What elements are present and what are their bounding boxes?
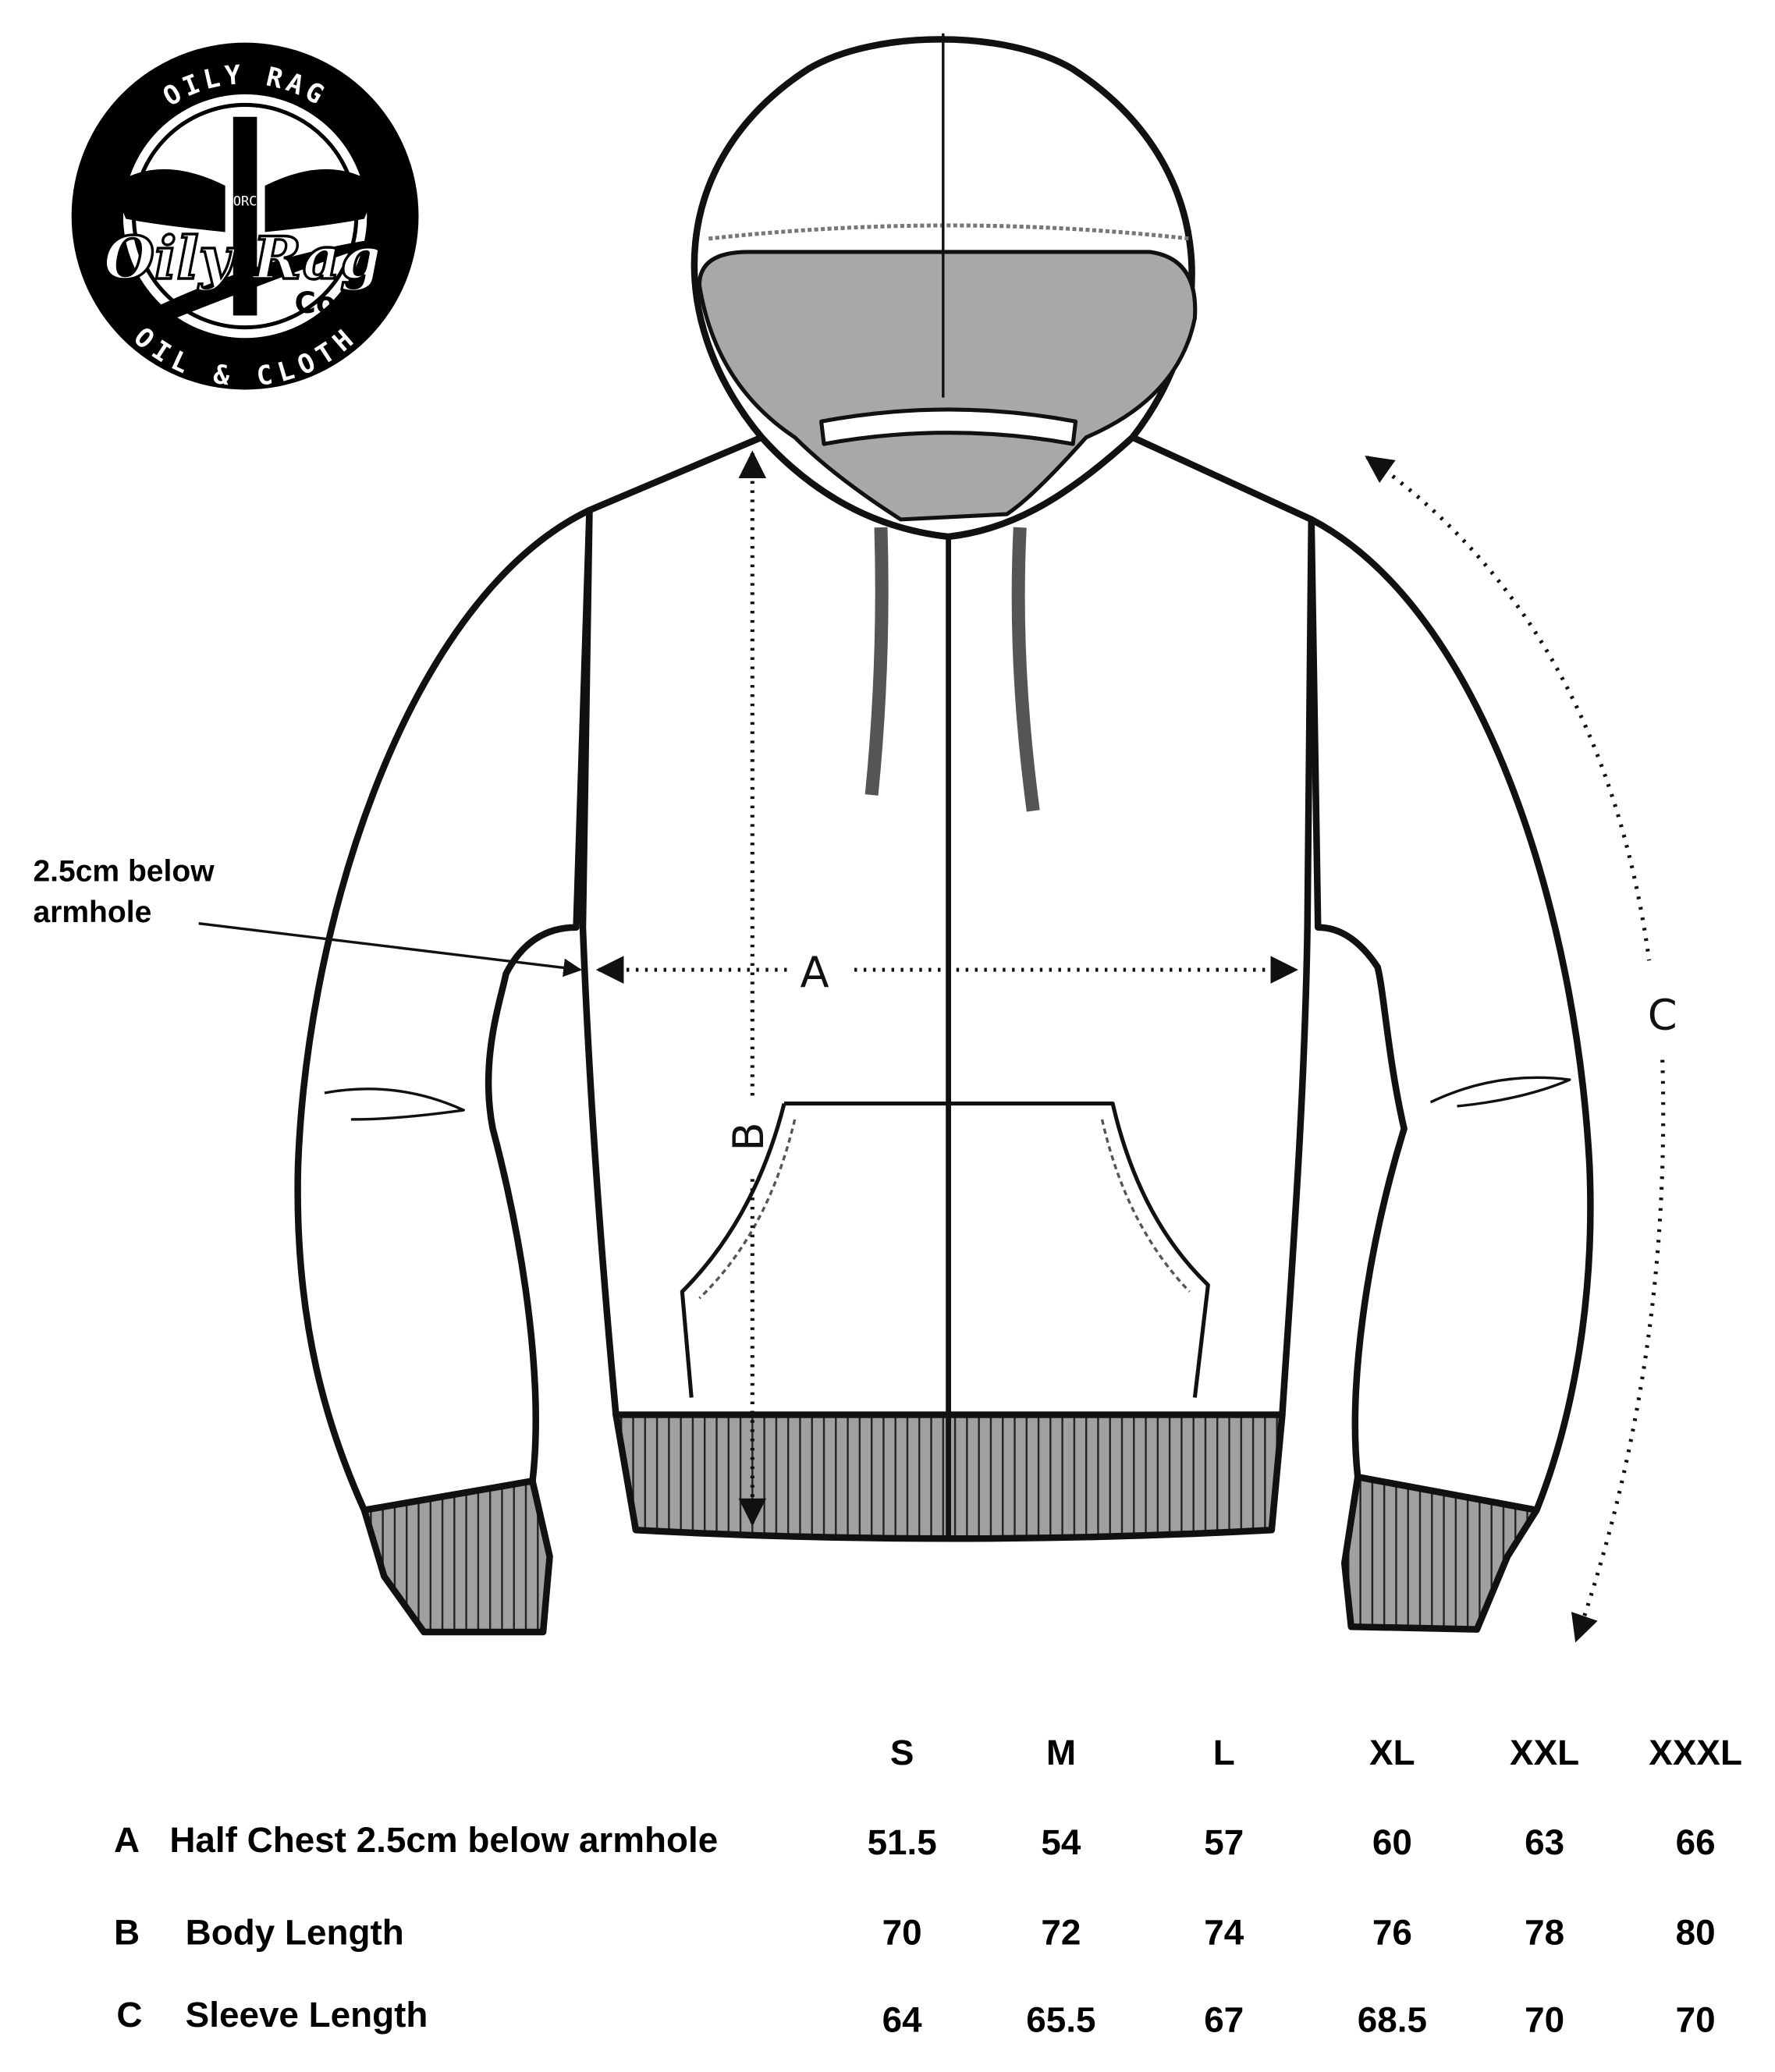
logo-co-text: Co (295, 286, 336, 320)
row-value: 76 (1372, 1913, 1412, 1953)
row-value: 78 (1525, 1913, 1564, 1953)
row-value: 80 (1676, 1913, 1716, 1953)
row-value: 67 (1204, 2000, 1244, 2040)
table-row: B Body Length 70 72 74 76 78 80 (114, 1913, 1716, 1953)
left-cuff (360, 1478, 553, 1636)
row-label: Sleeve Length (186, 1995, 428, 2035)
row-value: 64 (882, 2000, 922, 2040)
row-value: 54 (1041, 1822, 1081, 1862)
table-row: C Sleeve Length 64 65.5 67 68.5 70 70 (116, 1995, 1715, 2040)
row-value: 66 (1676, 1822, 1716, 1862)
size-table: S M L XL XXL XXXL A Half Chest 2.5cm bel… (114, 1733, 1742, 2040)
right-cuff (1340, 1474, 1540, 1633)
wing-icon (112, 169, 225, 232)
row-value: 68.5 (1358, 2000, 1427, 2040)
annotation-line-2: armhole (33, 896, 151, 929)
row-label: Body Length (186, 1913, 404, 1953)
row-value: 74 (1204, 1913, 1244, 1953)
row-label: Half Chest 2.5cm below armhole (169, 1820, 718, 1860)
logo-badge-text: ORC (233, 194, 257, 210)
measure-b-label: B (724, 1122, 773, 1151)
left-sleeve (294, 506, 593, 1514)
row-value: 70 (1525, 2000, 1564, 2040)
hoodie-drawing (294, 33, 1594, 1636)
kangaroo-pocket (680, 1102, 1210, 1398)
row-key: C (116, 1995, 142, 2035)
measurement-b: B (724, 450, 773, 1527)
right-sleeve (1308, 516, 1594, 1514)
row-value: 57 (1204, 1822, 1244, 1862)
size-header: S (890, 1733, 914, 1772)
table-row: A Half Chest 2.5cm below armhole 51.5 54… (114, 1820, 1716, 1862)
row-value: 63 (1525, 1822, 1564, 1862)
annotation-line-1: 2.5cm below (33, 854, 215, 888)
size-header: M (1046, 1733, 1076, 1772)
drawstring-left (864, 527, 889, 796)
hood-lining (697, 250, 1198, 522)
measurement-a: A (595, 948, 1298, 997)
size-header: L (1213, 1733, 1235, 1772)
row-value: 70 (882, 1913, 922, 1953)
row-key: B (114, 1913, 140, 1953)
size-header: XXXL (1649, 1733, 1742, 1772)
size-header-row: S M L XL XXL XXXL (890, 1733, 1742, 1772)
logo-script-text: Oily Rag (104, 224, 382, 293)
size-header: XXL (1510, 1733, 1579, 1772)
row-key: A (114, 1820, 140, 1860)
row-value: 72 (1041, 1913, 1081, 1953)
row-value: 51.5 (868, 1822, 937, 1862)
measure-c-label: C (1648, 991, 1677, 1040)
wing-icon (264, 169, 378, 232)
row-value: 65.5 (1026, 2000, 1095, 2040)
brand-logo: OILY RAG OIL & CLOTH Oily Rag ORC Co (71, 42, 419, 392)
row-value: 70 (1676, 2000, 1716, 2040)
drawstring-right (1011, 527, 1040, 812)
row-value: 60 (1372, 1822, 1412, 1862)
size-header: XL (1369, 1733, 1415, 1772)
armhole-annotation: 2.5cm below armhole (33, 854, 582, 977)
measurement-c: C (1365, 455, 1677, 1643)
measure-a-label: A (801, 948, 829, 997)
